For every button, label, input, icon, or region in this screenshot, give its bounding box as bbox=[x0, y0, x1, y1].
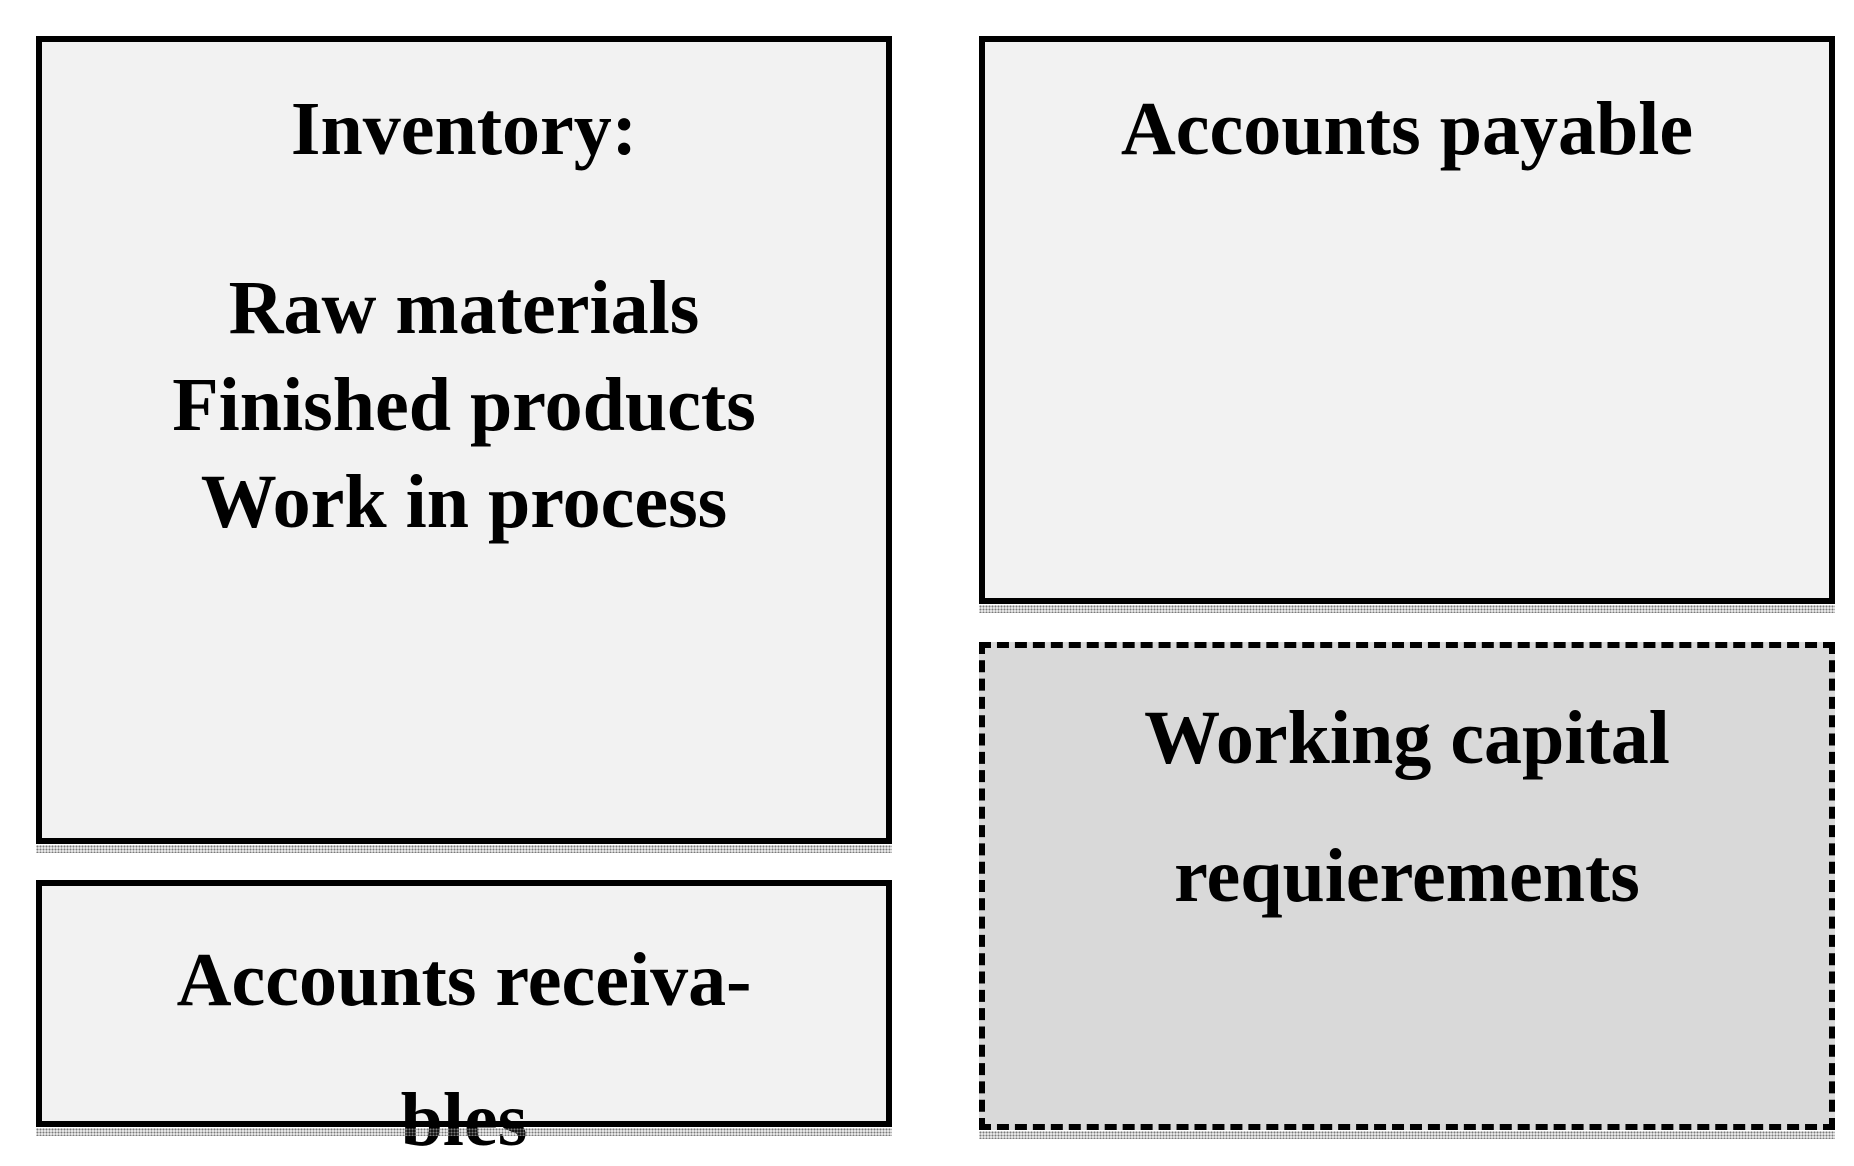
inventory-item-raw-materials: Raw materials bbox=[228, 266, 700, 351]
working-capital-line-1: Working capital bbox=[1144, 696, 1670, 780]
inventory-box-shadow bbox=[36, 845, 892, 853]
working-capital-requirements-box: Working capital requierements bbox=[979, 642, 1835, 1130]
inventory-box: Inventory: Raw materials Finished produc… bbox=[36, 36, 892, 844]
working-capital-requirements-box-shadow bbox=[979, 1131, 1835, 1139]
accounts-payable-box-shadow bbox=[979, 605, 1835, 613]
inventory-items: Raw materials Finished products Work in … bbox=[42, 260, 886, 551]
accounts-payable-title: Accounts payable bbox=[1120, 87, 1694, 171]
accounts-receivables-line-1: Accounts receiva- bbox=[176, 938, 752, 1022]
inventory-title: Inventory: bbox=[290, 87, 638, 171]
accounts-receivables-line-2: bles bbox=[400, 1078, 528, 1162]
inventory-item-work-in-process: Work in process bbox=[200, 460, 728, 545]
inventory-item-finished-products: Finished products bbox=[172, 363, 756, 448]
working-capital-line-2: requierements bbox=[1174, 834, 1640, 918]
accounts-receivables-box: Accounts receiva- bles bbox=[36, 880, 892, 1162]
accounts-receivables-box-shadow bbox=[36, 1128, 892, 1136]
accounts-payable-box: Accounts payable bbox=[979, 36, 1835, 604]
